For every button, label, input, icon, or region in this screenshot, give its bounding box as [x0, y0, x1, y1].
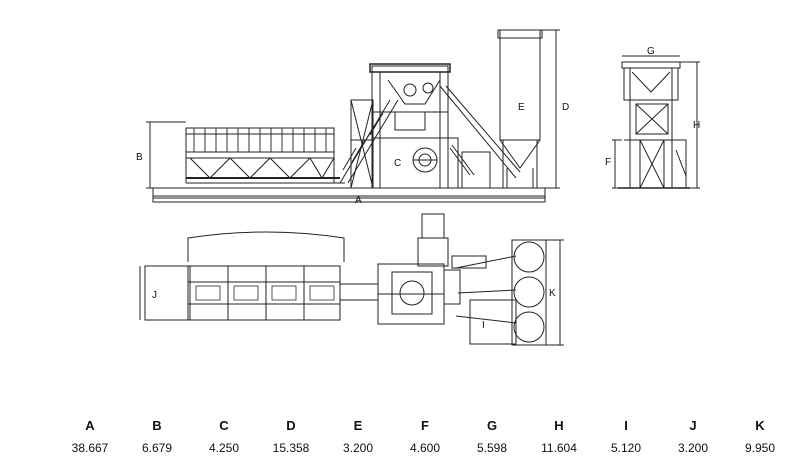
callout-f: F	[605, 157, 611, 168]
dimension-table: A 38.667 B 6.679 C 4.250 D 15.358 E 3.20…	[60, 418, 800, 458]
dimension-c: C 4.250	[194, 418, 254, 456]
callout-i: I	[482, 320, 485, 331]
dimension-value: 6.679	[141, 441, 173, 455]
callout-d: D	[562, 102, 569, 113]
plan-view	[139, 213, 564, 346]
callout-c: C	[394, 158, 401, 169]
side-elevation-view	[146, 29, 560, 203]
dimension-b: B 6.679	[127, 418, 187, 456]
dimension-value: 4.600	[409, 441, 441, 455]
dimension-value: 15.358	[272, 441, 310, 455]
dimension-value: 11.604	[541, 441, 577, 455]
dimension-e: E 3.200	[328, 418, 388, 456]
callout-e: E	[518, 102, 525, 113]
dimension-value: 3.200	[342, 441, 374, 455]
callout-a: A	[355, 195, 362, 206]
dimension-g: G 5.598	[462, 418, 522, 456]
callout-h: H	[693, 120, 700, 131]
dimension-letter: H	[554, 418, 564, 433]
callout-b: B	[136, 152, 143, 163]
callout-k: K	[549, 288, 556, 299]
dimension-letter: D	[286, 418, 296, 433]
end-elevation-view	[612, 55, 700, 189]
dimension-a: A 38.667	[60, 418, 120, 456]
dimension-letter: F	[421, 418, 429, 433]
dimension-value: 5.120	[610, 441, 642, 455]
dimension-value: 3.200	[677, 441, 709, 455]
dimension-f: F 4.600	[395, 418, 455, 456]
dimension-value: 9.950	[744, 441, 776, 455]
dimension-letter: C	[219, 418, 229, 433]
dimension-letter: G	[486, 418, 498, 433]
dimension-letter: E	[353, 418, 363, 433]
dimension-letter: B	[152, 418, 162, 433]
dimension-j: J 3.200	[663, 418, 723, 456]
plant-technical-drawing: A B C D E F G H I J K	[136, 29, 700, 346]
dimension-value: 5.598	[476, 441, 508, 455]
dimension-value: 4.250	[208, 441, 240, 455]
dimension-letter: I	[624, 418, 628, 433]
callout-j: J	[152, 290, 157, 301]
dimension-d: D 15.358	[261, 418, 321, 456]
dimension-letter: J	[689, 418, 697, 433]
dimension-i: I 5.120	[596, 418, 656, 456]
dimension-value: 38.667	[71, 441, 109, 455]
callout-g: G	[647, 46, 655, 57]
dimension-letter: K	[755, 418, 765, 433]
dimension-k: K 9.950	[730, 418, 790, 456]
dimension-letter: A	[85, 418, 95, 433]
dimension-h: H 11.604	[529, 418, 589, 456]
